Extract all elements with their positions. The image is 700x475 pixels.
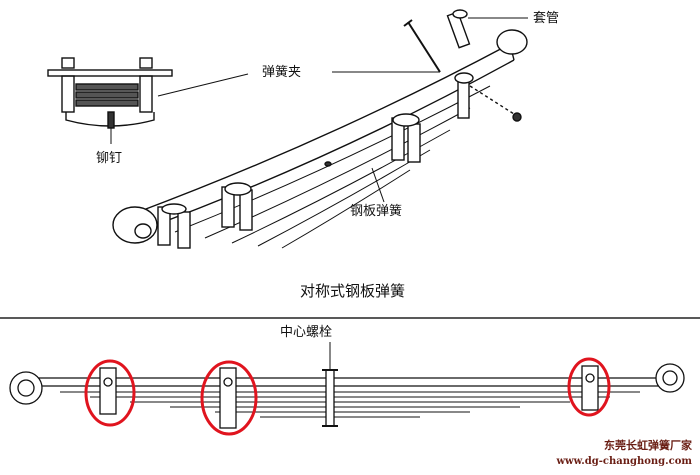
bushing-exploded <box>446 9 471 49</box>
leader-leafspring <box>371 167 385 203</box>
watermark-name: 东莞长虹弹簧厂家 <box>604 439 692 452</box>
label-bushing: 套管 <box>533 11 560 26</box>
left-eye <box>112 206 158 244</box>
diagram-title: 对称式钢板弹簧 <box>300 282 406 300</box>
highlight-ring-3 <box>567 357 611 417</box>
label-spring-clip: 弹簧夹 <box>262 65 302 80</box>
side-clip-3 <box>581 365 599 411</box>
detail-leaves <box>75 83 139 107</box>
clip-detail-view <box>47 57 173 144</box>
right-eye <box>496 29 528 55</box>
side-clip-2 <box>219 367 237 429</box>
leaf-spring-side-view <box>9 342 685 429</box>
highlight-ring-1 <box>84 359 136 427</box>
highlight-rings <box>84 357 611 436</box>
label-leaf-spring: 钢板弹簧 <box>350 204 403 219</box>
leaf-spring-3d <box>112 9 528 249</box>
spring-clip-1 <box>221 182 253 231</box>
left-eye-hole <box>134 223 152 239</box>
highlight-ring-2 <box>200 360 258 436</box>
label-rivet: 铆钉 <box>96 151 123 166</box>
side-clip-1 <box>99 367 117 415</box>
spring-clip-3 <box>391 113 421 163</box>
leaf-6 <box>281 169 411 249</box>
leader-clip-detail <box>157 73 249 97</box>
leaf-5 <box>257 149 431 247</box>
leaf-2 <box>174 85 491 233</box>
spring-clip-4 <box>454 72 474 119</box>
watermark-url: www.dg-changhong.com <box>556 456 692 467</box>
label-center-bolt: 中心螺栓 <box>280 325 333 340</box>
leaf-1 <box>137 43 511 213</box>
spring-clip-2 <box>157 203 191 249</box>
center-bolt <box>322 342 338 427</box>
center-hole <box>324 161 332 167</box>
leaf-4 <box>231 129 451 244</box>
clip-bolt-exploded <box>403 19 522 122</box>
